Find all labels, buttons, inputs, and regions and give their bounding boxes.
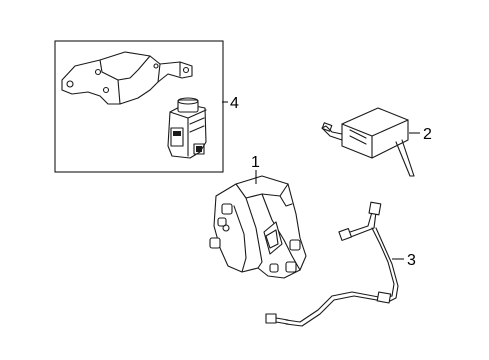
callout-2: 2 [423,126,432,143]
part-2-sensor-module [321,107,415,177]
part-4-inset-frame [54,40,224,173]
part-1-housing [209,175,307,279]
part-4-group [54,40,224,173]
control-module [167,97,207,159]
callout-4: 4 [230,95,239,112]
callout-1: 1 [251,154,260,171]
callout-3: 3 [407,252,416,269]
part-3-wire-harness [265,201,399,327]
mounting-bracket [61,51,193,105]
